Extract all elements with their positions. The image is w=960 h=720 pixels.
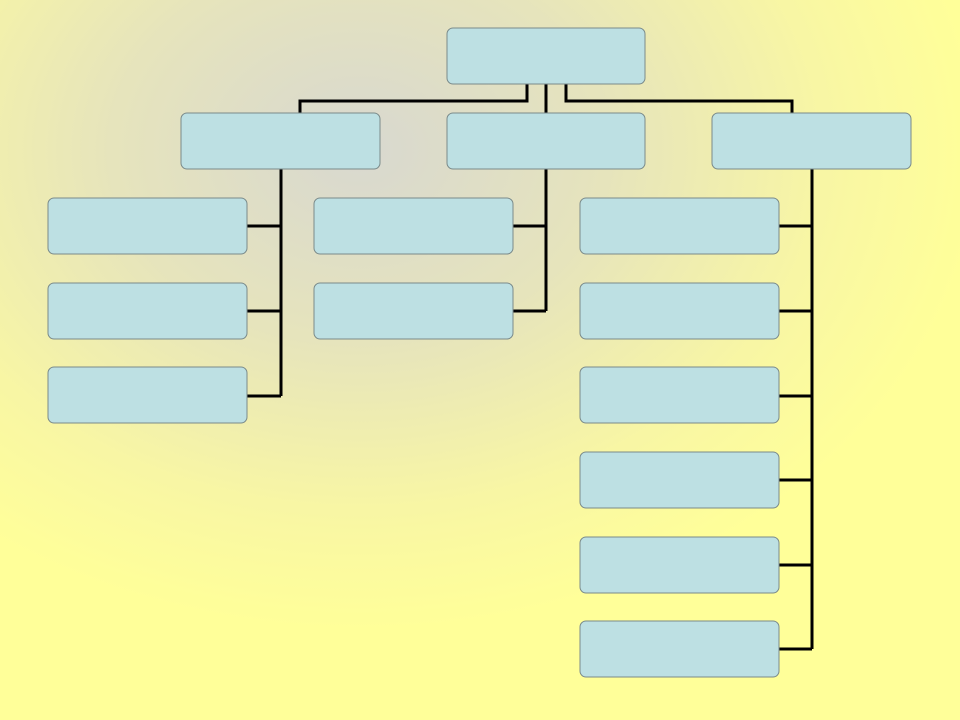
left-child-node-3[interactable] [47, 366, 248, 424]
right-child-node-2[interactable] [579, 282, 780, 340]
right-child-node-3[interactable] [579, 366, 780, 424]
middle-child-node-1[interactable] [313, 197, 514, 255]
level1-node-left[interactable] [180, 112, 381, 170]
left-child-node-1[interactable] [47, 197, 248, 255]
connector-left-spine [247, 169, 283, 398]
right-child-node-5[interactable] [579, 536, 780, 594]
connector-root-to-right [564, 84, 794, 113]
left-child-node-2[interactable] [47, 282, 248, 340]
level1-node-middle[interactable] [446, 112, 646, 170]
connector-right-spine [779, 169, 814, 651]
level1-node-right[interactable] [711, 112, 912, 170]
right-child-node-1[interactable] [579, 197, 780, 255]
connector-root-to-left [298, 84, 529, 113]
right-child-node-6[interactable] [579, 620, 780, 678]
middle-child-node-2[interactable] [313, 282, 514, 340]
root-node[interactable] [446, 27, 646, 85]
connectors [247, 84, 814, 651]
right-child-node-4[interactable] [579, 451, 780, 509]
connector-middle-spine [513, 169, 548, 313]
